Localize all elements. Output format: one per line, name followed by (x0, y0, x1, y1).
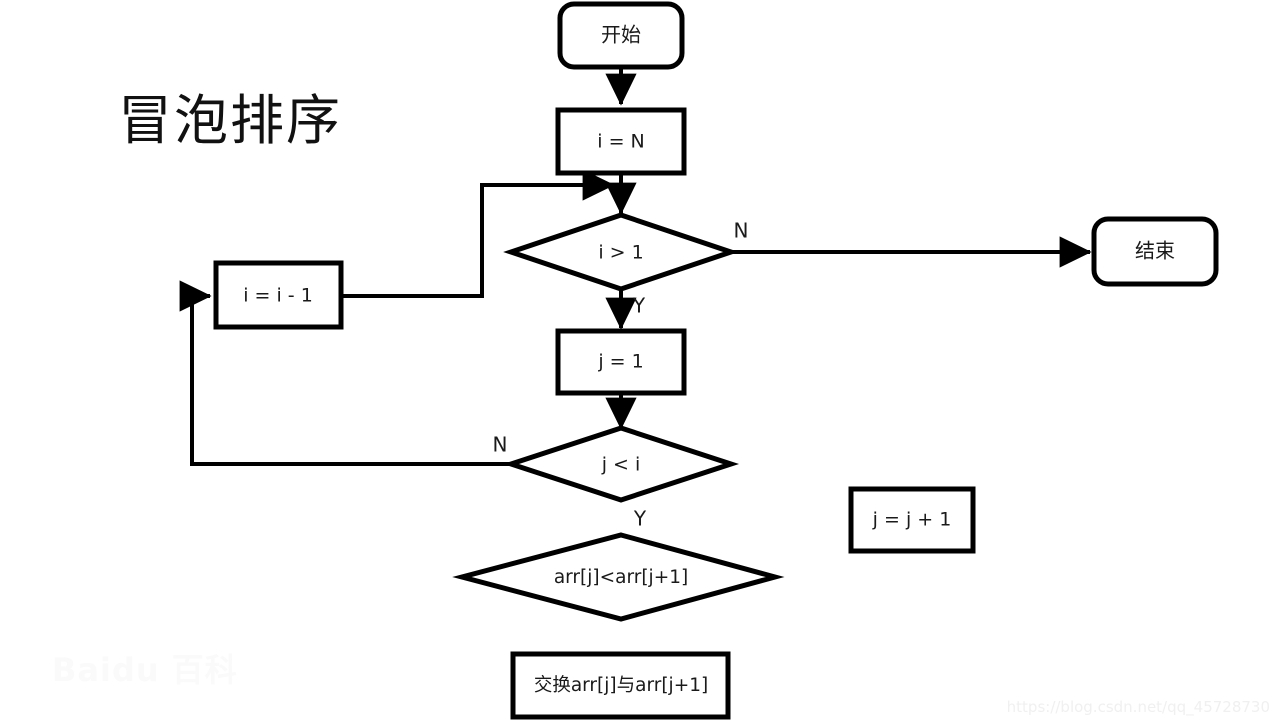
node-cmp[interactable]: arr[j]<arr[j+1] (452, 532, 785, 622)
page-title: 冒泡排序 (118, 89, 342, 152)
branch-label-j-cond-no: N (493, 433, 508, 457)
node-swap[interactable]: 交换arr[j]与arr[j+1] (510, 651, 731, 720)
node-end[interactable]: 结束 (1091, 216, 1219, 287)
node-start[interactable]: 开始 (557, 1, 685, 70)
branch-label-i-cond-yes: Y (632, 294, 646, 318)
node-i-init-label: i = N (597, 131, 645, 153)
node-j-cond-label: j < i (601, 454, 641, 476)
node-j-cond[interactable]: j < i (502, 425, 740, 503)
node-end-label: 结束 (1135, 239, 1175, 263)
node-i-dec-label: i = i - 1 (243, 285, 313, 307)
node-i-dec[interactable]: i = i - 1 (213, 260, 344, 330)
node-j-inc[interactable]: j = j + 1 (848, 486, 976, 554)
node-start-label: 开始 (601, 23, 641, 47)
branch-label-i-cond-no: N (734, 219, 749, 243)
node-i-init[interactable]: i = N (555, 107, 687, 176)
node-j-inc-label: j = j + 1 (872, 509, 952, 531)
node-j-init-label: j = 1 (597, 351, 643, 373)
node-i-cond-label: i > 1 (598, 242, 643, 264)
node-i-cond[interactable]: i > 1 (503, 212, 739, 292)
baidu-watermark: Baidu 百科 (52, 645, 238, 695)
branch-label-j-cond-yes: Y (633, 507, 647, 531)
edge-i-dec-to-i-cond (341, 169, 615, 298)
connector-layer: 结束 --> j = 1 --> left, up, into i = i - … (179, 68, 1092, 466)
node-swap-label: 交换arr[j]与arr[j+1] (534, 675, 708, 696)
edge-j-cond-no-to-i-dec (179, 280, 511, 466)
node-cmp-label: arr[j]<arr[j+1] (554, 567, 688, 588)
csdn-watermark: https://blog.csdn.net/qq_45728730 (1006, 698, 1270, 716)
node-j-init[interactable]: j = 1 (555, 328, 687, 396)
baidu-watermark-text: Baidu 百科 (52, 651, 238, 689)
